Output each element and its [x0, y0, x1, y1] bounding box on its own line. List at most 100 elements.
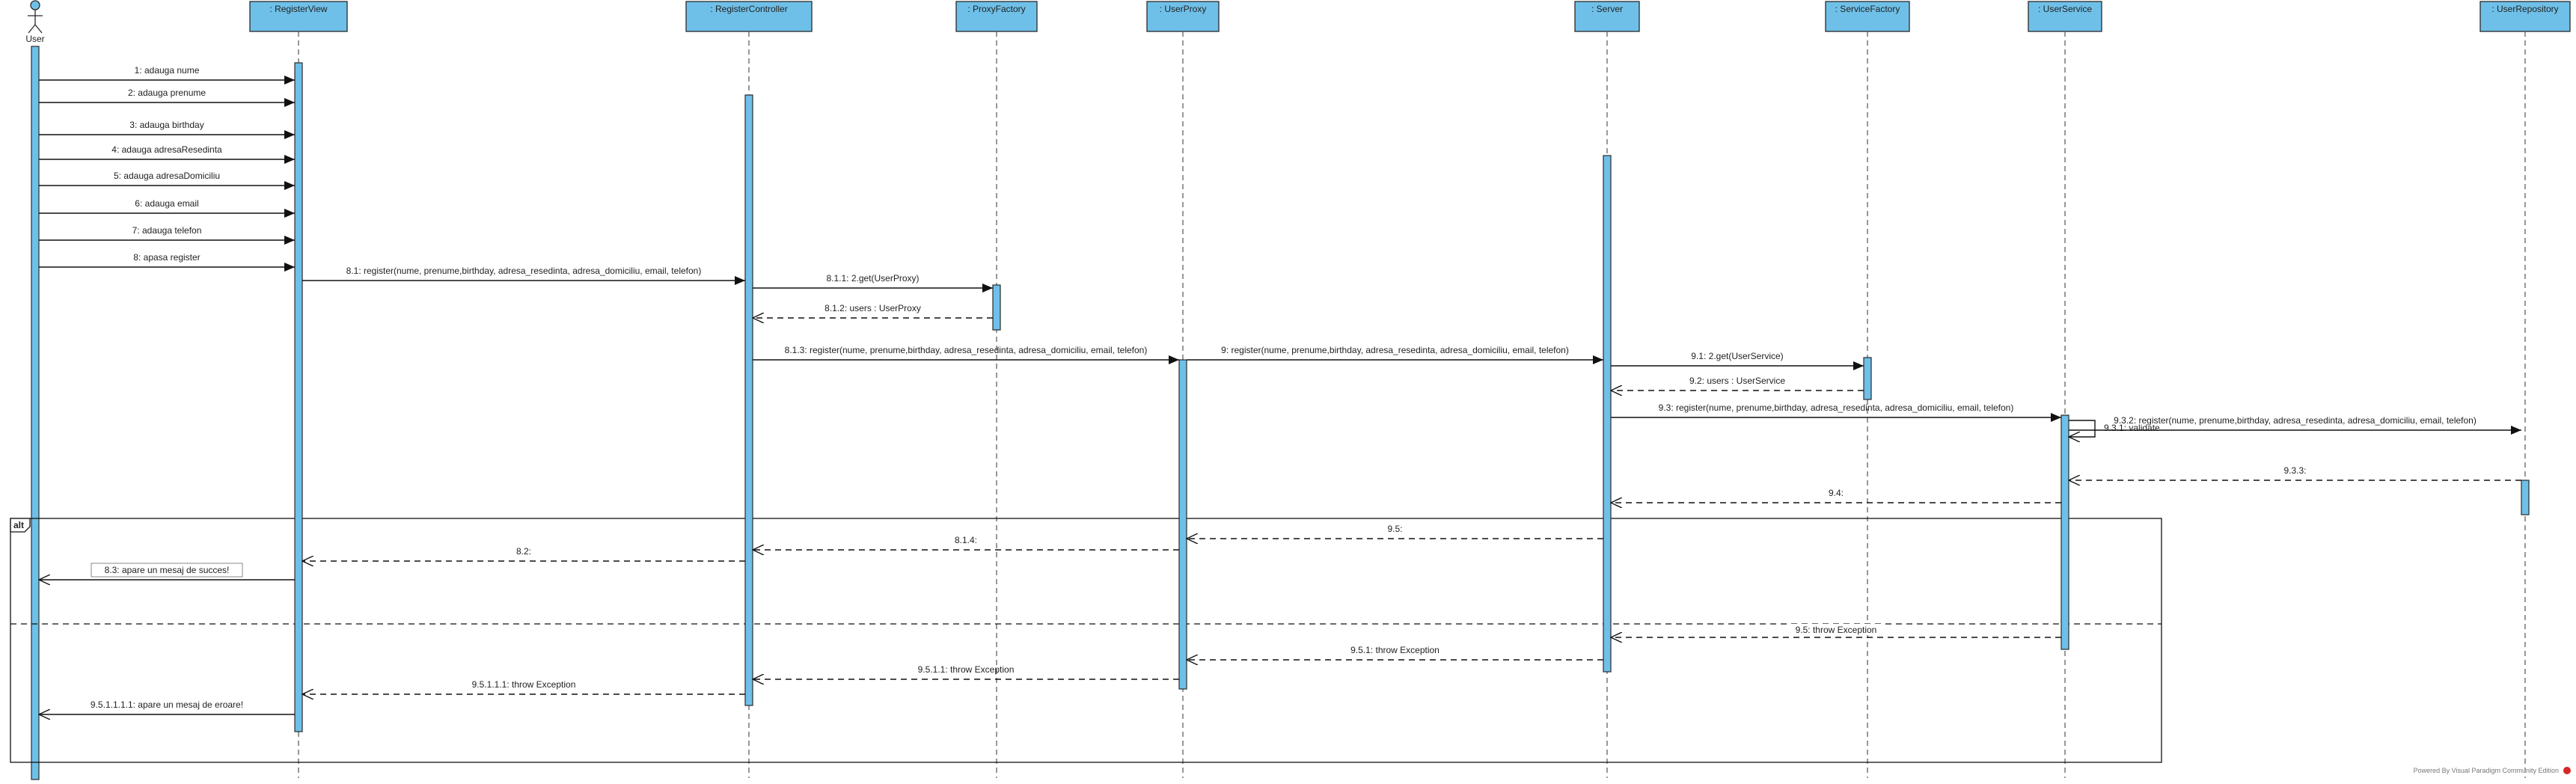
message-label: 9.3.3: — [2283, 465, 2306, 476]
lifeline-head-box — [1574, 1, 1640, 32]
message-label: 9.5.1.1: throw Exception — [918, 664, 1015, 675]
lifeline-head-box — [955, 1, 1038, 32]
message-13: 9: register(nume, prenume,birthday, adre… — [1187, 345, 1603, 364]
message-22: 8.1.4: — [753, 535, 1179, 550]
message-label: 9.3: register(nume, prenume,birthday, ad… — [1659, 402, 2014, 413]
lifeline-head-box — [249, 1, 348, 32]
message-label: 8.1.1: 2.get(UserProxy) — [826, 273, 919, 284]
message-5: 5: adauga adresaDomiciliu — [39, 171, 295, 190]
lifeline-head-label: : RegisterController — [710, 4, 787, 14]
message-label: 9.2: users : UserService — [1689, 376, 1785, 386]
footer: Powered By Visual Paradigm Community Edi… — [2414, 767, 2571, 774]
activation-userservice — [2061, 414, 2069, 650]
message-label: 8.1: register(nume, prenume,birthday, ad… — [346, 266, 702, 276]
actor-user-label: User — [25, 34, 44, 44]
message-28: 9.5.1.1.1: throw Exception — [302, 679, 745, 694]
alt-fragment-tab — [10, 518, 31, 533]
lifeline-head-registerview: : RegisterView — [249, 1, 348, 32]
message-label: 3: adauga birthday — [129, 120, 204, 130]
activation-userrepository — [2521, 480, 2530, 515]
message-15: 9.2: users : UserService — [1611, 376, 1864, 391]
message-11: 8.1.2: users : UserProxy — [753, 303, 993, 318]
message-25: 9.5: throw Exception — [1611, 624, 2061, 637]
alt-fragment: alt — [10, 518, 2162, 763]
actor-user: User — [25, 0, 45, 44]
footer-text: Powered By Visual Paradigm Community Edi… — [2414, 767, 2559, 774]
message-label: 9.5.1.1.1.1: apare un mesaj de eroare! — [91, 699, 243, 710]
message-label: 9: register(nume, prenume,birthday, adre… — [1221, 345, 1569, 355]
message-21: 9.5: — [1187, 524, 1603, 539]
message-9: 8.1: register(nume, prenume,birthday, ad… — [302, 266, 745, 285]
lifeline-head-label: : UserProxy — [1160, 4, 1207, 14]
message-29: 9.5.1.1.1.1: apare un mesaj de eroare! — [39, 699, 295, 714]
visual-paradigm-logo-icon — [2563, 767, 2571, 774]
message-label: 9.4: — [1829, 488, 1844, 498]
message-20: 9.4: — [1611, 488, 2061, 503]
message-3: 3: adauga birthday — [39, 120, 295, 139]
actor-user-head-icon — [30, 0, 40, 10]
message-2: 2: adauga prenume — [39, 88, 295, 107]
activation-userproxy — [1178, 359, 1187, 690]
message-24: 8.3: apare un mesaj de succes! — [39, 563, 295, 580]
message-19: 9.3.3: — [2069, 465, 2521, 480]
lifeline-head-userproxy: : UserProxy — [1146, 1, 1220, 32]
message-label: 8.3: apare un mesaj de succes! — [105, 565, 230, 575]
message-1: 1: adauga nume — [39, 65, 295, 85]
message-label: 7: adauga telefon — [132, 225, 202, 236]
message-label: 6: adauga email — [135, 198, 198, 209]
message-8: 8: apasa register — [39, 252, 295, 272]
alt-fragment-frame — [10, 518, 2162, 763]
activation-servicefactory — [1863, 357, 1872, 400]
lifeline-head-box — [2028, 1, 2102, 32]
lifeline-head-box — [1825, 1, 1910, 32]
lifeline-head-label: : Server — [1591, 4, 1623, 14]
message-label: 8.1.2: users : UserProxy — [824, 303, 921, 313]
message-14: 9.1: 2.get(UserService) — [1611, 351, 1864, 370]
message-label-box — [91, 563, 243, 578]
activation-registercontroller — [744, 94, 753, 706]
message-label: 4: adauga adresaResedinta — [111, 144, 222, 155]
message-label: 8: apasa register — [133, 252, 200, 263]
message-6: 6: adauga email — [39, 198, 295, 218]
message-10: 8.1.1: 2.get(UserProxy) — [753, 273, 993, 293]
message-7: 7: adauga telefon — [39, 225, 295, 245]
activation-server — [1603, 155, 1612, 673]
lifeline-head-registercontroller: : RegisterController — [685, 1, 813, 32]
message-18: 9.3.2: register(nume, prenume,birthday, … — [2069, 415, 2521, 435]
lifeline-head-servicefactory: : ServiceFactory — [1825, 1, 1910, 32]
alt-fragment-operator: alt — [13, 520, 24, 530]
activation-proxyfactory — [992, 284, 1001, 331]
message-label: 9.5: — [1387, 524, 1402, 534]
message-label: 9.3.2: register(nume, prenume,birthday, … — [2114, 415, 2476, 426]
message-27: 9.5.1.1: throw Exception — [753, 664, 1179, 679]
lifeline-head-label: : UserService — [2038, 4, 2092, 14]
lifeline-head-userservice: : UserService — [2028, 1, 2102, 32]
lifeline-head-userrepository: : UserRepository — [2479, 1, 2571, 32]
message-label: 8.1.4: — [955, 535, 977, 545]
message-label: 9.1: 2.get(UserService) — [1691, 351, 1783, 361]
lifeline-head-label: : RegisterView — [269, 4, 327, 14]
message-label: 9.5.1: throw Exception — [1350, 645, 1440, 655]
lifeline-head-box — [685, 1, 813, 32]
message-label: 9.5.1.1.1: throw Exception — [472, 679, 576, 690]
message-line — [2069, 420, 2096, 437]
message-label: 9.5: throw Exception — [1796, 625, 1877, 635]
message-label-bg — [1788, 624, 1884, 635]
lifeline-head-proxyfactory: : ProxyFactory — [955, 1, 1038, 32]
lifeline-head-label: : UserRepository — [2491, 4, 2558, 14]
message-23: 8.2: — [302, 546, 745, 561]
activation-user — [31, 46, 40, 780]
message-label: 2: adauga prenume — [128, 88, 206, 98]
message-label: 5: adauga adresaDomiciliu — [114, 171, 220, 181]
lifeline-head-label: : ProxyFactory — [967, 4, 1025, 14]
message-26: 9.5.1: throw Exception — [1187, 645, 1603, 660]
lifeline-head-label: : ServiceFactory — [1835, 4, 1900, 14]
activation-registerview — [294, 62, 303, 732]
message-label: 8.2: — [516, 546, 531, 557]
lifeline-head-server: : Server — [1574, 1, 1640, 32]
message-label: 1: adauga nume — [135, 65, 200, 76]
message-12: 8.1.3: register(nume, prenume,birthday, … — [753, 345, 1179, 364]
message-label: 8.1.3: register(nume, prenume,birthday, … — [785, 345, 1148, 355]
lifeline-head-box — [1146, 1, 1220, 32]
